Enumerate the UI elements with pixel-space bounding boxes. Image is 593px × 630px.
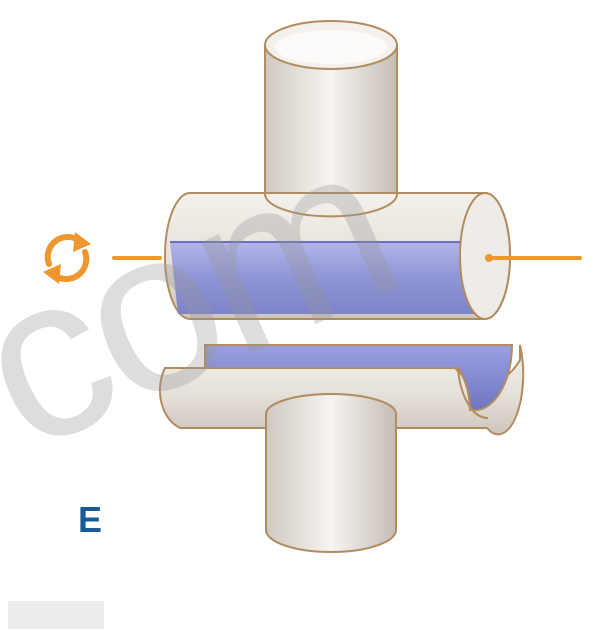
rotation-arrows-icon [43,232,91,284]
lower-half-shell [158,344,525,436]
upper-cylinder [164,192,511,320]
lower-pillar [265,393,397,553]
panel-label: E [78,499,103,540]
upper-pillar [264,20,398,218]
footer-placeholder-bar [8,601,104,629]
axle [112,254,582,262]
